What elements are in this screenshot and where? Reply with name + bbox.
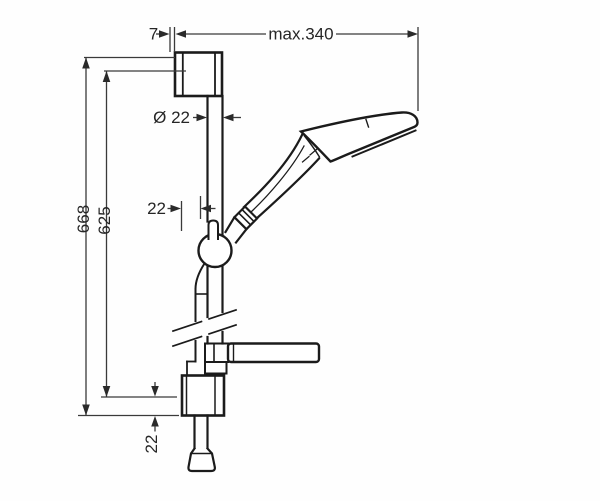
arrow-7-right	[159, 30, 170, 38]
dimension-wall-offset	[156, 27, 176, 52]
bottom-bracket-body	[180, 374, 226, 417]
dimension-labels: 7 max.340 Ø 22 22 668 625 22	[74, 25, 334, 454]
hose-outlet	[187, 414, 216, 473]
label-bar-height: 625	[95, 206, 114, 234]
outlet-cone	[187, 446, 216, 473]
arrow-22mid-right	[170, 204, 181, 213]
dimension-max-reach	[175, 27, 419, 111]
head-top-seam	[365, 118, 370, 128]
label-total-height: 668	[74, 205, 93, 233]
soap-dish	[204, 342, 321, 375]
bottom-wall-bracket	[180, 374, 226, 417]
arrow-668-down	[82, 404, 90, 416]
arrow-668-up	[82, 57, 90, 69]
hand-shower	[223, 111, 419, 245]
arrow-dia-left	[196, 113, 207, 122]
handle-nut-band-a	[240, 208, 256, 223]
label-bar-diameter: Ø 22	[153, 108, 190, 127]
dimension-bar-diameter	[193, 113, 241, 122]
label-bottom-offset: 22	[142, 435, 161, 454]
handle-highlight-line	[250, 145, 305, 213]
hose-curve	[194, 262, 206, 291]
arrow-max340-left	[175, 30, 186, 38]
dish-tray	[226, 342, 321, 364]
elbow-right	[234, 227, 248, 245]
shower-hose	[186, 262, 209, 377]
head-neck-seam	[303, 135, 321, 158]
top-wall-bracket	[173, 51, 224, 98]
rail-slider	[197, 219, 233, 269]
dimension-bar-height	[101, 70, 186, 398]
neck-tick-b	[301, 155, 310, 163]
arrow-22mid-left	[200, 204, 211, 213]
dimension-bottom-offset	[151, 382, 159, 432]
neck-tick-a	[309, 148, 318, 156]
label-max-reach: max.340	[268, 25, 333, 44]
arrow-625-down	[102, 386, 111, 397]
spray-head	[298, 111, 419, 163]
dimension-hose-offset	[167, 196, 216, 231]
break-line-lower	[171, 323, 238, 348]
label-wall-offset: 7	[149, 25, 158, 44]
arrow-22bot-up	[151, 416, 159, 427]
elbow-left	[223, 215, 236, 234]
slider-knob	[207, 219, 219, 240]
arrow-22bot-down	[151, 386, 159, 397]
dimension-total-height	[78, 56, 179, 417]
arrow-max340-right	[407, 30, 418, 38]
label-hose-offset: 22	[147, 199, 166, 218]
handle-upper-edge	[242, 133, 304, 209]
handle-nut-band-b	[237, 211, 252, 227]
arrow-dia-right	[223, 113, 234, 122]
break-line-upper	[171, 308, 238, 333]
spray-face-line	[351, 129, 417, 158]
arrow-625-up	[102, 71, 111, 82]
handle-lower-edge	[254, 156, 321, 221]
rail-break-marks	[171, 308, 238, 348]
shower-rail	[206, 94, 224, 345]
